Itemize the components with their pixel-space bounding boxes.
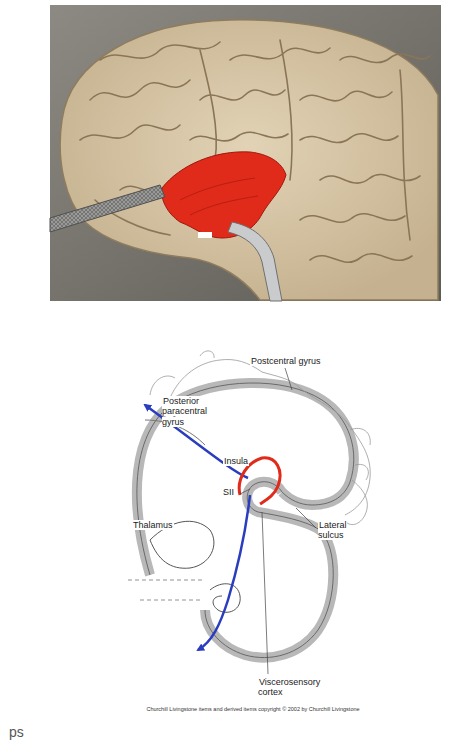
structure-label: Postcentral gyrus — [250, 356, 350, 366]
label-text: Thalamus — [132, 520, 174, 530]
structure-label: Insula — [223, 456, 259, 466]
label-text: ps — [8, 724, 25, 740]
coronal-section — [128, 351, 370, 674]
structure-label: Lateral sulcus — [318, 520, 366, 541]
structure-label: SII — [222, 487, 242, 497]
structure-label: Churchill Livingstone items and derived … — [118, 706, 388, 712]
structure-label: ps — [8, 724, 38, 740]
label-text: Lateral sulcus — [318, 520, 347, 540]
label-text: SII — [222, 487, 235, 497]
brain-photo — [50, 5, 441, 301]
label-text: Churchill Livingstone items and derived … — [145, 706, 360, 712]
label-text: Posterior paracentral gyrus — [162, 396, 207, 427]
structure-label: Thalamus — [132, 520, 182, 530]
label-text: Postcentral gyrus — [250, 356, 322, 366]
structure-label: Viscerosensory cortex — [258, 677, 338, 698]
label-text: Viscerosensory cortex — [258, 677, 320, 697]
label-text: Insula — [223, 456, 249, 466]
structure-label: Posterior paracentral gyrus — [162, 396, 214, 427]
